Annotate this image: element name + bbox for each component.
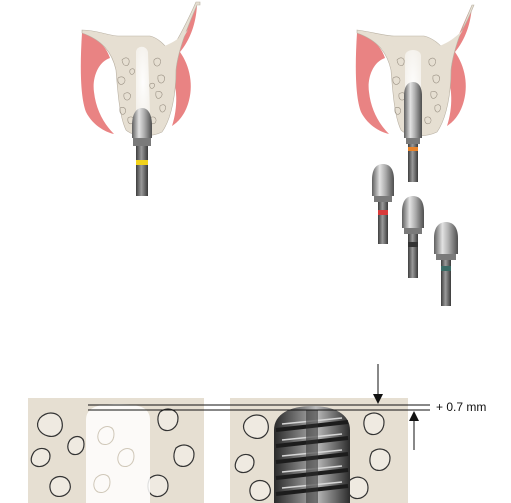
drill-collar [133,138,151,146]
step-drill-teal [434,222,458,306]
drill-band-yellow [136,160,148,165]
drill-shaft [136,146,148,196]
drill-band-teal [441,266,451,271]
step-drill-orange [404,82,422,182]
step-drill-red [372,164,394,244]
up-arrow [409,411,419,421]
drill-band-red [378,210,388,215]
socket-cavity [136,47,150,118]
drill-band-orange [408,147,418,151]
drill-head [132,108,152,138]
measurement-label: + 0.7 mm [436,400,486,414]
panel-step-drills [356,5,474,306]
step-drill-black [402,196,424,278]
osteotomy-socket [86,404,150,503]
panel-initial-drill [81,2,200,196]
drill-band-black [408,242,418,247]
cross-section-osteotomy [28,398,204,503]
implant [274,406,350,503]
cross-section-implant [230,398,408,503]
initial-drill [132,108,152,196]
